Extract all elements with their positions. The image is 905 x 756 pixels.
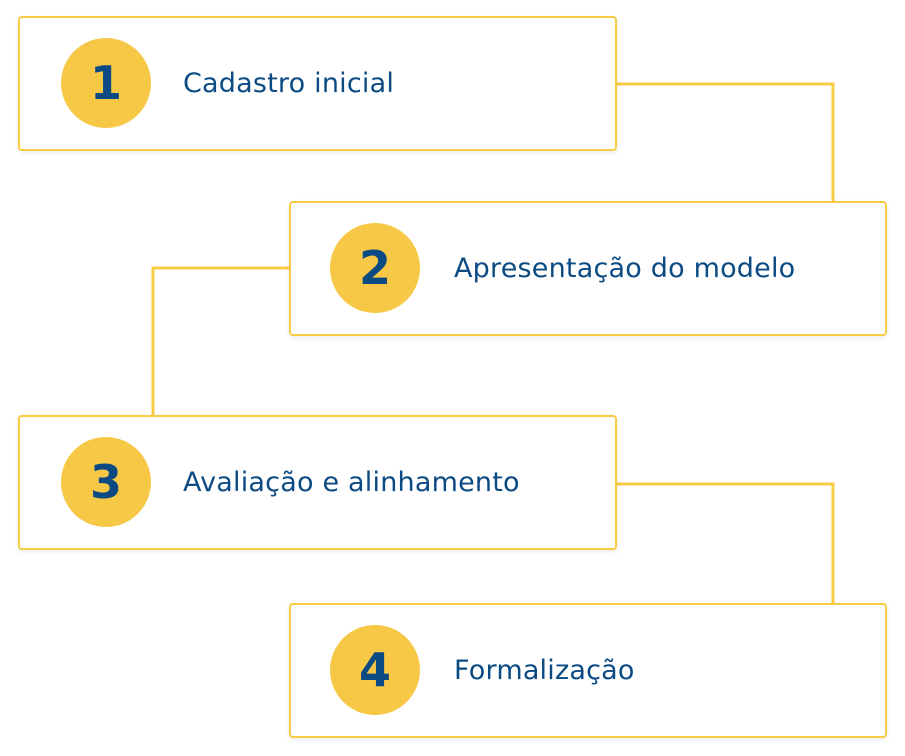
step-card-3: 3 Avaliação e alinhamento — [18, 415, 617, 550]
step-number-badge: 3 — [61, 437, 151, 527]
step-card-4: 4 Formalização — [289, 603, 887, 738]
step-label: Cadastro inicial — [183, 68, 395, 99]
step-label: Apresentação do modelo — [454, 253, 796, 284]
step-card-2: 2 Apresentação do modelo — [289, 201, 887, 336]
step-number-badge: 2 — [330, 223, 420, 313]
step-card-1: 1 Cadastro inicial — [18, 16, 617, 151]
connector-3-4 — [617, 482, 835, 605]
connector-1-2 — [617, 82, 835, 203]
step-label: Avaliação e alinhamento — [183, 467, 520, 498]
step-number-badge: 1 — [61, 38, 151, 128]
step-number-badge: 4 — [330, 625, 420, 715]
connector-2-3 — [151, 266, 289, 417]
step-label: Formalização — [454, 655, 635, 686]
